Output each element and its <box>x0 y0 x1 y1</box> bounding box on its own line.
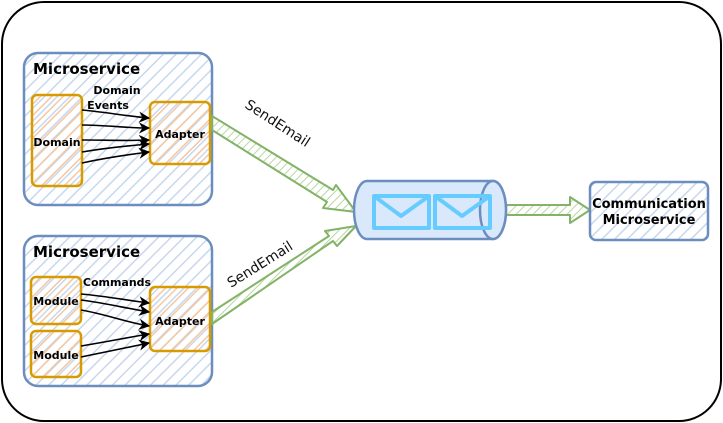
bottom-adapter-label: Adapter <box>155 315 205 328</box>
communication-microservice-box <box>588 180 710 242</box>
domain-event-arrow <box>81 139 151 153</box>
communication-microservice: Communication Microservice <box>588 180 710 242</box>
email-icon <box>372 194 492 230</box>
module-1-label: Module <box>33 295 78 308</box>
module-2-label: Module <box>33 349 78 362</box>
communication-label-line1: Communication <box>592 197 706 212</box>
bottom-microservice: Microservice Commands Module Module Adap… <box>22 234 214 388</box>
top-microservice-title: Microservice <box>33 60 140 78</box>
domain-event-arrow <box>81 109 151 123</box>
commands-label: Commands <box>83 276 152 289</box>
command-arrows <box>80 293 151 358</box>
domain-event-arrows <box>81 109 151 164</box>
command-arrow <box>80 339 151 358</box>
communication-label-line2: Microservice <box>603 213 696 228</box>
module-box-2 <box>29 329 83 379</box>
email-envelope-1 <box>372 194 431 230</box>
domain-label: Domain <box>33 136 80 149</box>
command-arrow <box>80 330 151 347</box>
queue-to-communication-arrow <box>504 196 591 224</box>
top-adapter-label: Adapter <box>155 128 205 141</box>
queue-cylinder-cap <box>478 179 508 241</box>
command-arrow <box>80 309 151 330</box>
command-arrow <box>80 293 151 308</box>
command-arrow <box>80 299 151 316</box>
domain-event-arrow <box>81 147 151 164</box>
domain-events-label-line1: Domain <box>93 84 140 97</box>
top-microservice: Microservice Domain Domain Events Adapte… <box>22 51 214 207</box>
email-envelope-2 <box>433 194 492 230</box>
bottom-microservice-title: Microservice <box>33 243 140 261</box>
email-envelope-2-flap <box>433 194 492 218</box>
domain-event-arrow <box>81 122 151 134</box>
domain-events-label-line2: Events <box>87 99 129 112</box>
email-envelope-1-flap <box>372 194 431 218</box>
message-queue <box>352 179 508 241</box>
